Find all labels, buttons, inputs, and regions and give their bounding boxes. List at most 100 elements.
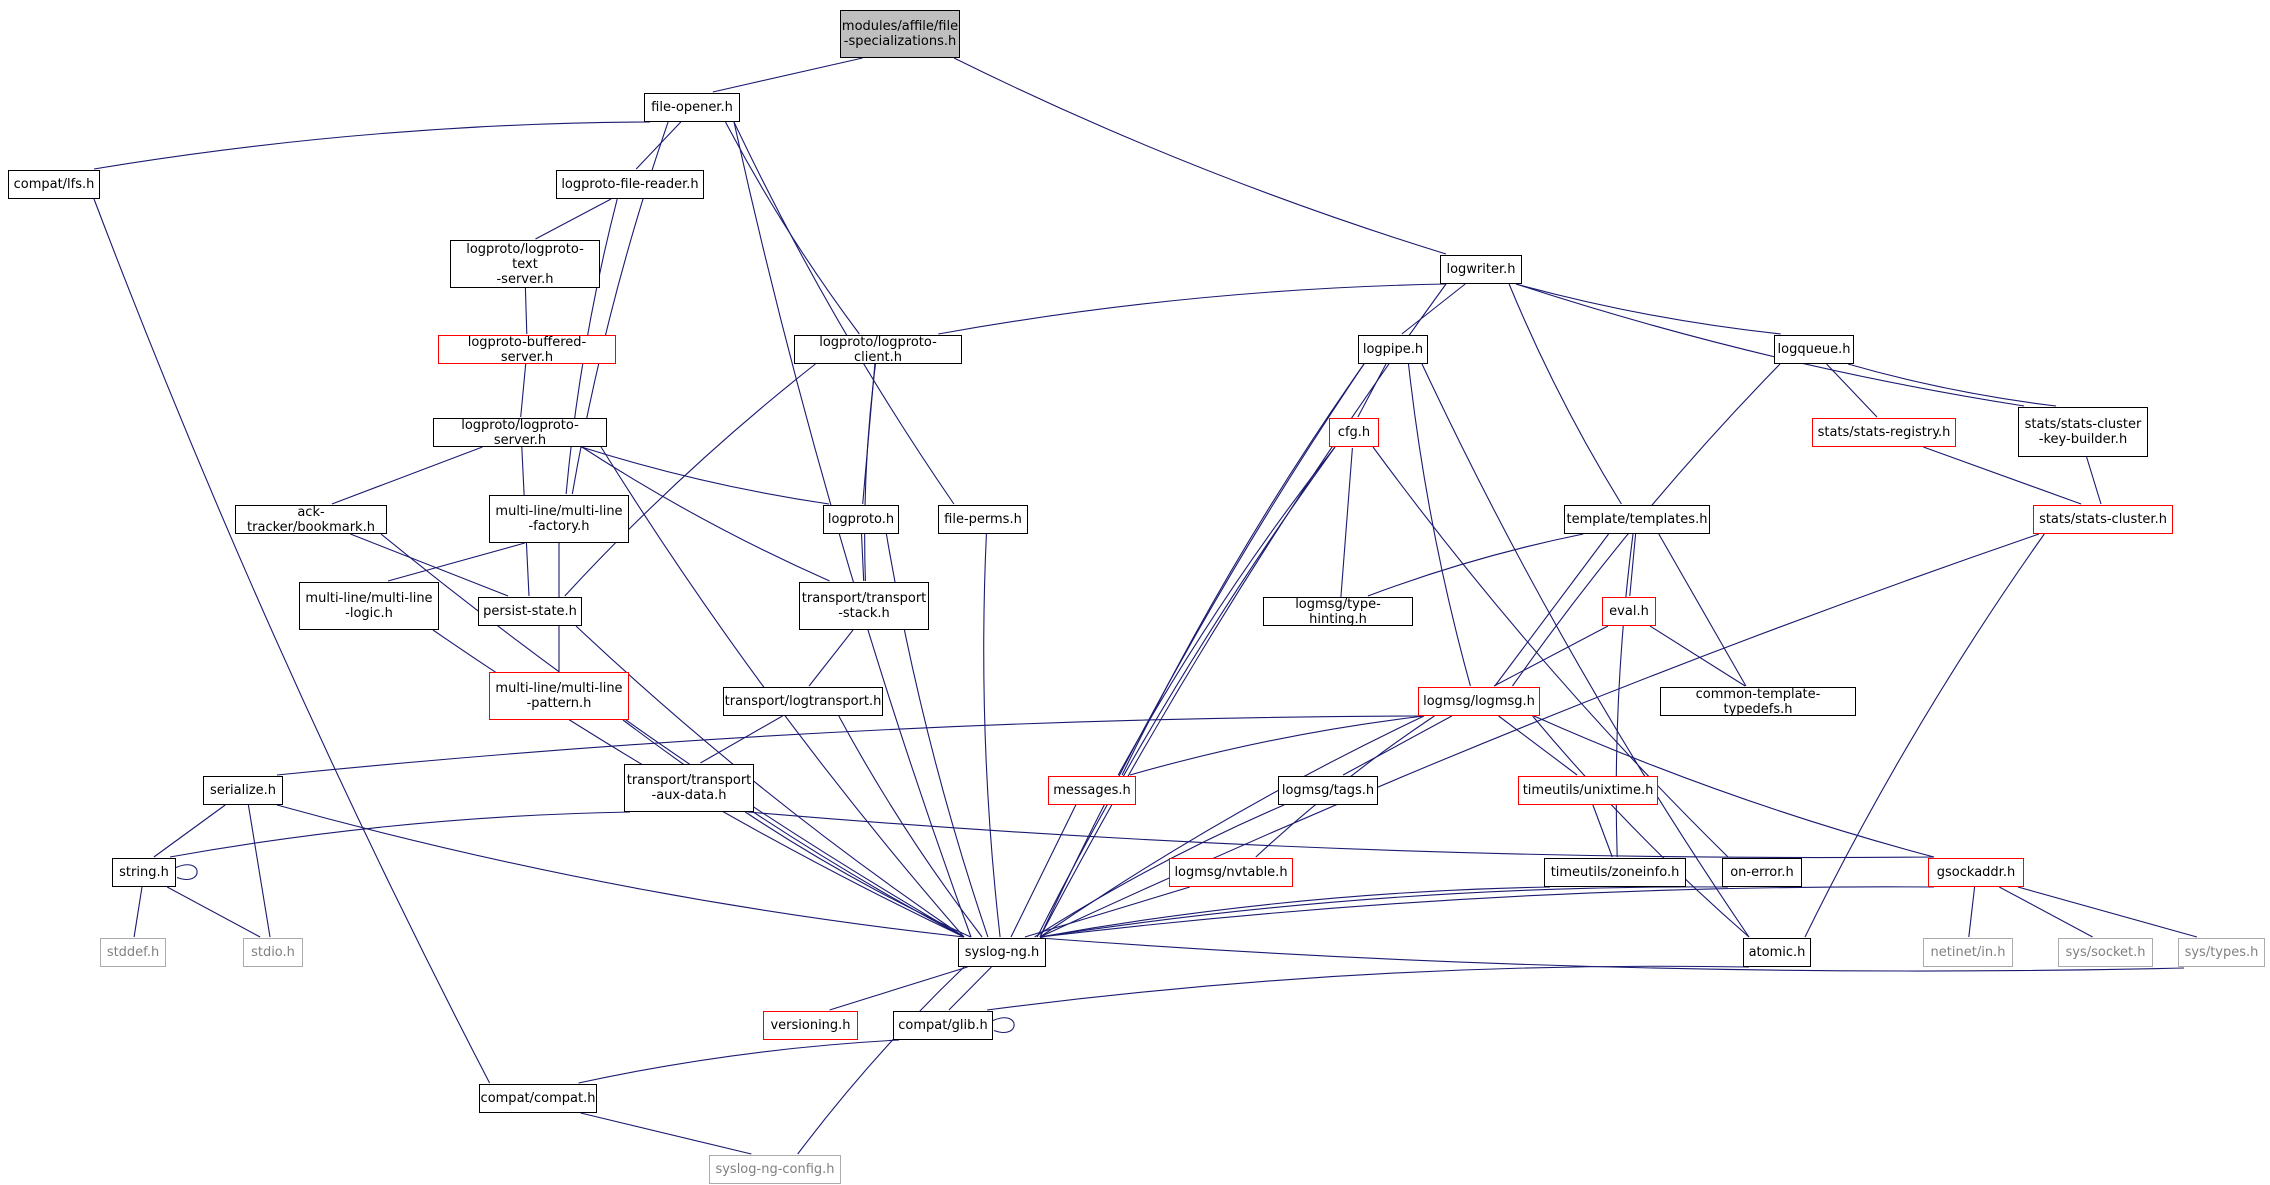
- edge-logwriter-syslogng: [1039, 283, 1447, 938]
- edge-logmsg-messages: [1129, 715, 1425, 776]
- node-filespec[interactable]: modules/affile/file -specializations.h: [840, 10, 960, 58]
- node-templates[interactable]: template/templates.h: [1564, 505, 1710, 534]
- edge-logmsg-unixtime: [1498, 715, 1578, 776]
- node-mlpattern[interactable]: multi-line/multi-line -pattern.h: [489, 672, 629, 720]
- edge-transportstack-logtransport: [808, 629, 854, 687]
- node-fileopener[interactable]: file-opener.h: [644, 93, 740, 122]
- edge-logpipe-logmsg: [1407, 363, 1471, 687]
- edge-protoclient-transportstack: [864, 363, 877, 582]
- edge-auxdata-syslogng: [744, 811, 971, 938]
- node-onerror[interactable]: on-error.h: [1722, 858, 1802, 887]
- edge-logpipe-messages: [1121, 363, 1365, 776]
- edge-statsregistry-statscluster: [1923, 446, 2082, 505]
- edge-nvtable-syslogng: [1024, 886, 1190, 938]
- edge-gsockaddr-netinet: [1968, 886, 1976, 938]
- node-compat[interactable]: compat/compat.h: [479, 1084, 597, 1113]
- node-logproto[interactable]: logproto.h: [823, 505, 899, 534]
- edge-lfs-compat: [93, 198, 491, 1084]
- node-keybuilder[interactable]: stats/stats-cluster -key-builder.h: [2018, 407, 2148, 457]
- node-stringh[interactable]: string.h: [112, 858, 176, 887]
- node-gsockaddr[interactable]: gsockaddr.h: [1928, 858, 2024, 887]
- edge-bookmark-syslogng: [380, 533, 965, 938]
- node-messages[interactable]: messages.h: [1048, 776, 1136, 805]
- node-fileReader[interactable]: logproto-file-reader.h: [556, 170, 704, 199]
- edge-eval-ctypedefs: [1649, 625, 1746, 687]
- edge-serialize-stringh: [153, 804, 226, 858]
- edge-logqueue-statsregistry: [1826, 363, 1878, 418]
- node-serialize[interactable]: serialize.h: [203, 776, 283, 805]
- node-logwriter[interactable]: logwriter.h: [1440, 255, 1522, 284]
- edge-logwriter-logqueue: [1515, 283, 1781, 335]
- edge-syslogng-sysconfig: [797, 966, 965, 1155]
- edge-compat-sysconfig: [580, 1112, 752, 1155]
- node-protoclient[interactable]: logproto/logproto-client.h: [794, 335, 962, 365]
- node-glib[interactable]: compat/glib.h: [893, 1011, 993, 1040]
- edge-fileopener-fileReader: [635, 121, 682, 170]
- node-sysconfig[interactable]: syslog-ng-config.h: [709, 1155, 841, 1184]
- edge-stringh-stringh: [175, 864, 198, 880]
- node-unixtime[interactable]: timeutils/unixtime.h: [1518, 776, 1658, 805]
- node-syslogng[interactable]: syslog-ng.h: [958, 938, 1046, 967]
- node-stdio[interactable]: stdio.h: [243, 938, 303, 967]
- edge-unixtime-zoneinfo: [1592, 804, 1613, 858]
- node-zoneinfo[interactable]: timeutils/zoneinfo.h: [1544, 858, 1686, 887]
- node-statsregistry[interactable]: stats/stats-registry.h: [1812, 418, 1956, 447]
- node-statscluster[interactable]: stats/stats-cluster.h: [2033, 505, 2173, 534]
- node-cfg[interactable]: cfg.h: [1329, 418, 1379, 447]
- node-ctypedefs[interactable]: common-template-typedefs.h: [1660, 687, 1856, 717]
- edge-logmsg-gsockaddr: [1533, 715, 1935, 858]
- node-bookmark[interactable]: ack-tracker/bookmark.h: [235, 505, 387, 535]
- edge-logpipe-cfg: [1357, 363, 1387, 418]
- node-typehinting[interactable]: logmsg/type-hinting.h: [1263, 597, 1413, 627]
- edge-cfg-messages: [1117, 446, 1336, 776]
- edge-fileperms-syslogng: [983, 533, 1001, 938]
- node-lfs[interactable]: compat/lfs.h: [8, 170, 100, 199]
- edge-messages-syslogng: [1010, 804, 1077, 938]
- edge-gsockaddr-systypes: [2017, 886, 2198, 938]
- edge-syslogng-glib: [948, 966, 992, 1011]
- node-logmsg[interactable]: logmsg/logmsg.h: [1418, 687, 1540, 716]
- edge-keybuilder-statscluster: [2086, 456, 2102, 505]
- edge-serialize-syslogng: [276, 804, 965, 938]
- node-nvtable[interactable]: logmsg/nvtable.h: [1169, 858, 1293, 887]
- edge-logwriter-protoclient: [938, 283, 1447, 335]
- node-persist[interactable]: persist-state.h: [478, 597, 582, 626]
- edge-logtransport-auxdata: [700, 715, 783, 764]
- node-logpipe[interactable]: logpipe.h: [1358, 335, 1428, 364]
- edge-logmsg-atomic: [1532, 715, 1750, 938]
- edge-bookmark-persist: [350, 533, 509, 597]
- node-tags[interactable]: logmsg/tags.h: [1278, 776, 1378, 805]
- node-protoserver[interactable]: logproto/logproto-server.h: [433, 418, 607, 448]
- edge-logtransport-syslogng: [838, 715, 983, 938]
- node-syssocket[interactable]: sys/socket.h: [2058, 938, 2153, 967]
- edge-cfg-syslogng: [1036, 446, 1336, 938]
- edge-logmsg-serialize: [276, 715, 1425, 776]
- node-mlfactory[interactable]: multi-line/multi-line -factory.h: [489, 495, 629, 543]
- node-netinet[interactable]: netinet/in.h: [1923, 938, 2013, 967]
- edge-mlpattern-syslogng: [622, 719, 965, 938]
- node-systypes[interactable]: sys/types.h: [2178, 938, 2265, 967]
- edge-syslogng-systypes: [1039, 937, 2185, 972]
- node-textserver[interactable]: logproto/logproto-text -server.h: [450, 240, 600, 288]
- node-logqueue[interactable]: logqueue.h: [1774, 335, 1854, 364]
- node-fileperms[interactable]: file-perms.h: [938, 505, 1028, 534]
- edge-logwriter-templates: [1508, 283, 1622, 505]
- node-versioning[interactable]: versioning.h: [763, 1011, 858, 1040]
- edge-glib-compat: [578, 1039, 900, 1084]
- node-stddef[interactable]: stddef.h: [100, 938, 166, 967]
- edge-gsockaddr-syssocket: [1999, 886, 2093, 938]
- edge-mlfactory-mllogic: [387, 542, 525, 582]
- node-logtransport[interactable]: transport/logtransport.h: [723, 687, 883, 716]
- node-mllogic[interactable]: multi-line/multi-line -logic.h: [299, 582, 439, 630]
- node-auxdata[interactable]: transport/transport -aux-data.h: [624, 764, 754, 812]
- edge-serialize-stdio: [247, 804, 271, 938]
- edge-typehinting-cfg: [1340, 447, 1353, 598]
- edge-buffered-protoserver: [520, 363, 527, 418]
- edge-auxdata-stringh: [169, 811, 631, 858]
- node-transportstack[interactable]: transport/transport -stack.h: [799, 582, 929, 630]
- node-buffered[interactable]: logproto-buffered-server.h: [438, 335, 616, 365]
- edge-syslogng-versioning: [829, 966, 968, 1011]
- node-atomic[interactable]: atomic.h: [1743, 938, 1811, 967]
- node-eval[interactable]: eval.h: [1602, 597, 1656, 626]
